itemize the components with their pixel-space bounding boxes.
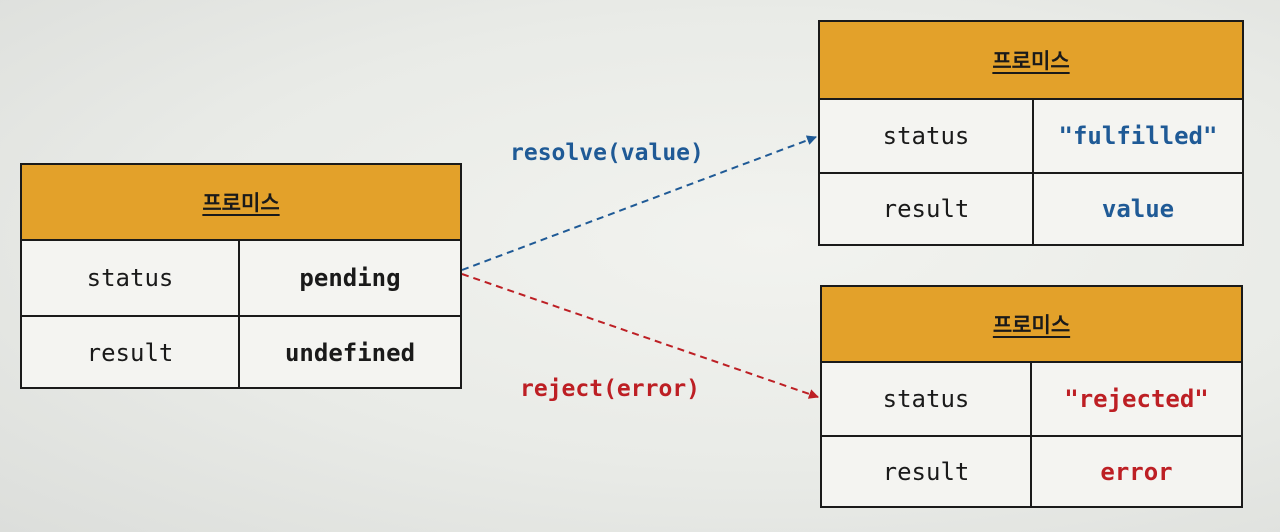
result-key: result xyxy=(822,437,1032,507)
status-key: status xyxy=(820,100,1034,172)
promise-title: 프로미스 xyxy=(992,49,1070,73)
status-value: "fulfilled" xyxy=(1058,122,1218,150)
status-value: "rejected" xyxy=(1064,385,1209,413)
resolve-label: resolve(value) xyxy=(510,140,704,166)
result-row: result value xyxy=(820,172,1242,244)
result-value: value xyxy=(1101,195,1175,223)
result-key: result xyxy=(820,174,1034,244)
result-key: result xyxy=(22,317,240,389)
promise-title: 프로미스 xyxy=(992,313,1071,337)
fulfilled-promise-box: 프로미스 status "fulfilled" result value xyxy=(818,20,1244,246)
status-value: pending xyxy=(299,264,401,292)
pending-promise-box: 프로미스 status pending result undefined xyxy=(20,163,462,389)
promise-header: 프로미스 xyxy=(822,287,1241,363)
reject-arrow xyxy=(461,273,819,399)
result-value: error xyxy=(1100,458,1173,486)
result-row: result error xyxy=(822,435,1241,507)
status-row: status "rejected" xyxy=(822,363,1241,435)
status-row: status "fulfilled" xyxy=(820,100,1242,172)
status-key: status xyxy=(22,241,240,315)
promise-header: 프로미스 xyxy=(820,22,1242,100)
status-key: status xyxy=(822,363,1032,435)
status-row: status pending xyxy=(22,241,460,315)
result-row: result undefined xyxy=(22,315,460,389)
rejected-promise-box: 프로미스 status "rejected" result error xyxy=(820,285,1243,508)
reject-label: reject(error) xyxy=(520,376,701,402)
resolve-arrow xyxy=(461,135,817,271)
result-value: undefined xyxy=(284,339,416,367)
promise-title: 프로미스 xyxy=(202,191,280,215)
promise-header: 프로미스 xyxy=(22,165,460,241)
